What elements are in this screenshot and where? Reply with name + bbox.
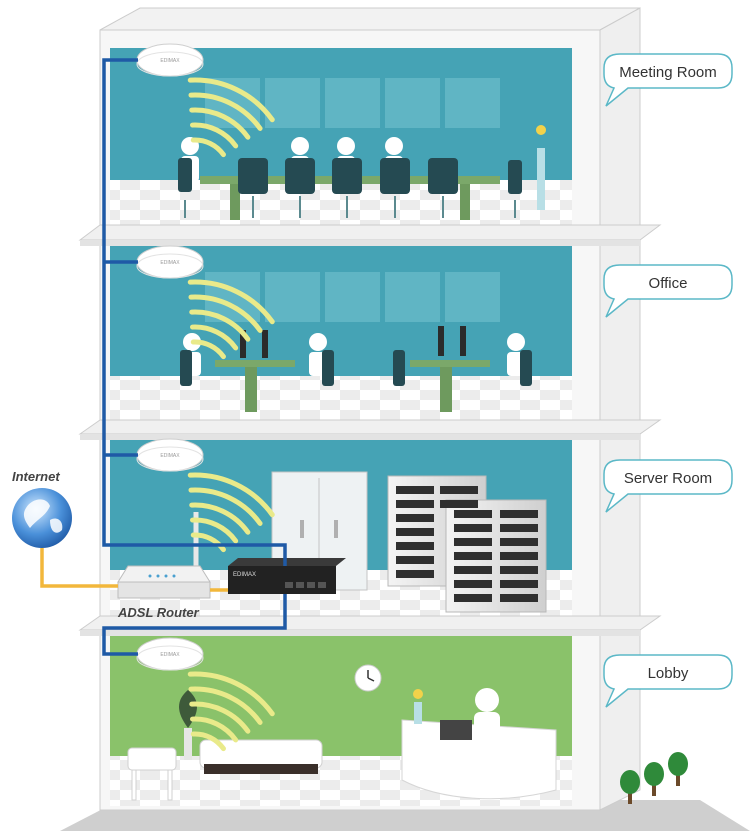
wall-panel [445,272,500,322]
cable-blue-backbone [102,58,287,566]
access-point-icon: EDIMAX [136,637,204,671]
floor-lobby [110,636,572,806]
cable-blue-lobby [102,594,287,656]
floor-slab-front [80,240,640,246]
wall-panel [385,78,440,128]
callout-bubble [603,459,733,513]
armchair-icon [127,747,177,801]
tree-icon [668,752,688,786]
monitor-icon [240,326,466,358]
callout-bubble [603,654,733,708]
access-points: EDIMAX EDIMAX EDIMAX EDIMAX [136,43,204,671]
wifi-wave-arc [190,716,239,743]
wall-panel [265,272,320,322]
table-leg [460,184,470,220]
callout-office: Office [603,264,733,318]
vase-icon [414,702,422,724]
access-point-icon: EDIMAX [136,43,204,77]
wifi-wave-arc [188,487,263,526]
callout-bubble [603,53,733,107]
wifi-wave-arc [187,671,275,717]
person-icon [475,688,499,712]
vase-icon [537,148,545,210]
wall-panel [445,78,500,128]
floor-slab [78,419,662,435]
callout-lobby: Lobby [603,654,733,708]
wifi-wave-arc [188,686,263,725]
desk-leg [245,367,257,412]
desk-leg [440,367,452,412]
callout-label: Office [649,275,688,292]
reception-desk [401,688,557,800]
desk [410,360,490,367]
wifi-wave-arc [189,502,251,535]
wall-panel [385,272,440,322]
switch-brand: EDIMAX [233,572,256,578]
server-units [396,486,538,602]
wifi-wave-arc [190,517,239,544]
wifi-wave-arc [188,294,263,333]
wifi-wave-arc [187,77,275,123]
wifi-wave-arc [190,122,239,149]
network-switch: EDIMAX [228,558,346,594]
sofa-icon [199,739,323,774]
wifi-wave-arc [187,279,275,325]
network-cables [40,58,287,656]
access-point-brand: EDIMAX [160,652,180,658]
cable-yellow [40,548,118,588]
table-leg [230,184,240,220]
internet-globe [12,488,72,548]
wifi-wave-arc [190,324,239,351]
callout-meeting-room: Meeting Room [603,53,733,107]
wifi-wave-arc [190,532,226,553]
building-roof [99,7,641,31]
wifi-wave-arc [189,701,251,734]
access-point-icon: EDIMAX [136,245,204,279]
flower-icon [413,689,423,699]
wall-panel [325,272,380,322]
wifi-wave-arc [190,731,226,752]
chair-icon [178,158,522,194]
wifi-signal-waves [187,77,275,752]
globe-icon [12,488,72,548]
tree-icon [620,770,640,804]
access-point-brand: EDIMAX [160,260,180,266]
internet-label: Internet [12,469,60,484]
flower-icon [536,125,546,135]
floor-slab-front [80,434,640,440]
wifi-wave-arc [189,107,251,140]
access-point-brand: EDIMAX [160,453,180,459]
callout-label: Meeting Room [619,64,717,81]
tree-icon [644,762,664,796]
wifi-wave-arc [190,137,226,158]
wifi-wave-arc [190,339,226,360]
wifi-wave-arc [187,472,275,518]
callout-label: Server Room [624,470,712,487]
wifi-wave-arc [189,309,251,342]
wifi-wave-arc [188,92,263,131]
callout-bubble [603,264,733,318]
chair-icon [180,350,532,386]
floor-slab-front [80,630,640,636]
access-point-icon: EDIMAX [136,438,204,472]
office-floor [110,376,572,424]
callout-label: Lobby [648,665,689,682]
desk [215,360,295,367]
router-label: ADSL Router [117,605,200,620]
access-point-brand: EDIMAX [160,58,180,64]
wall-panel [325,78,380,128]
callout-server-room: Server Room [603,459,733,513]
floor-slab [78,224,662,241]
chair-base [184,196,516,218]
